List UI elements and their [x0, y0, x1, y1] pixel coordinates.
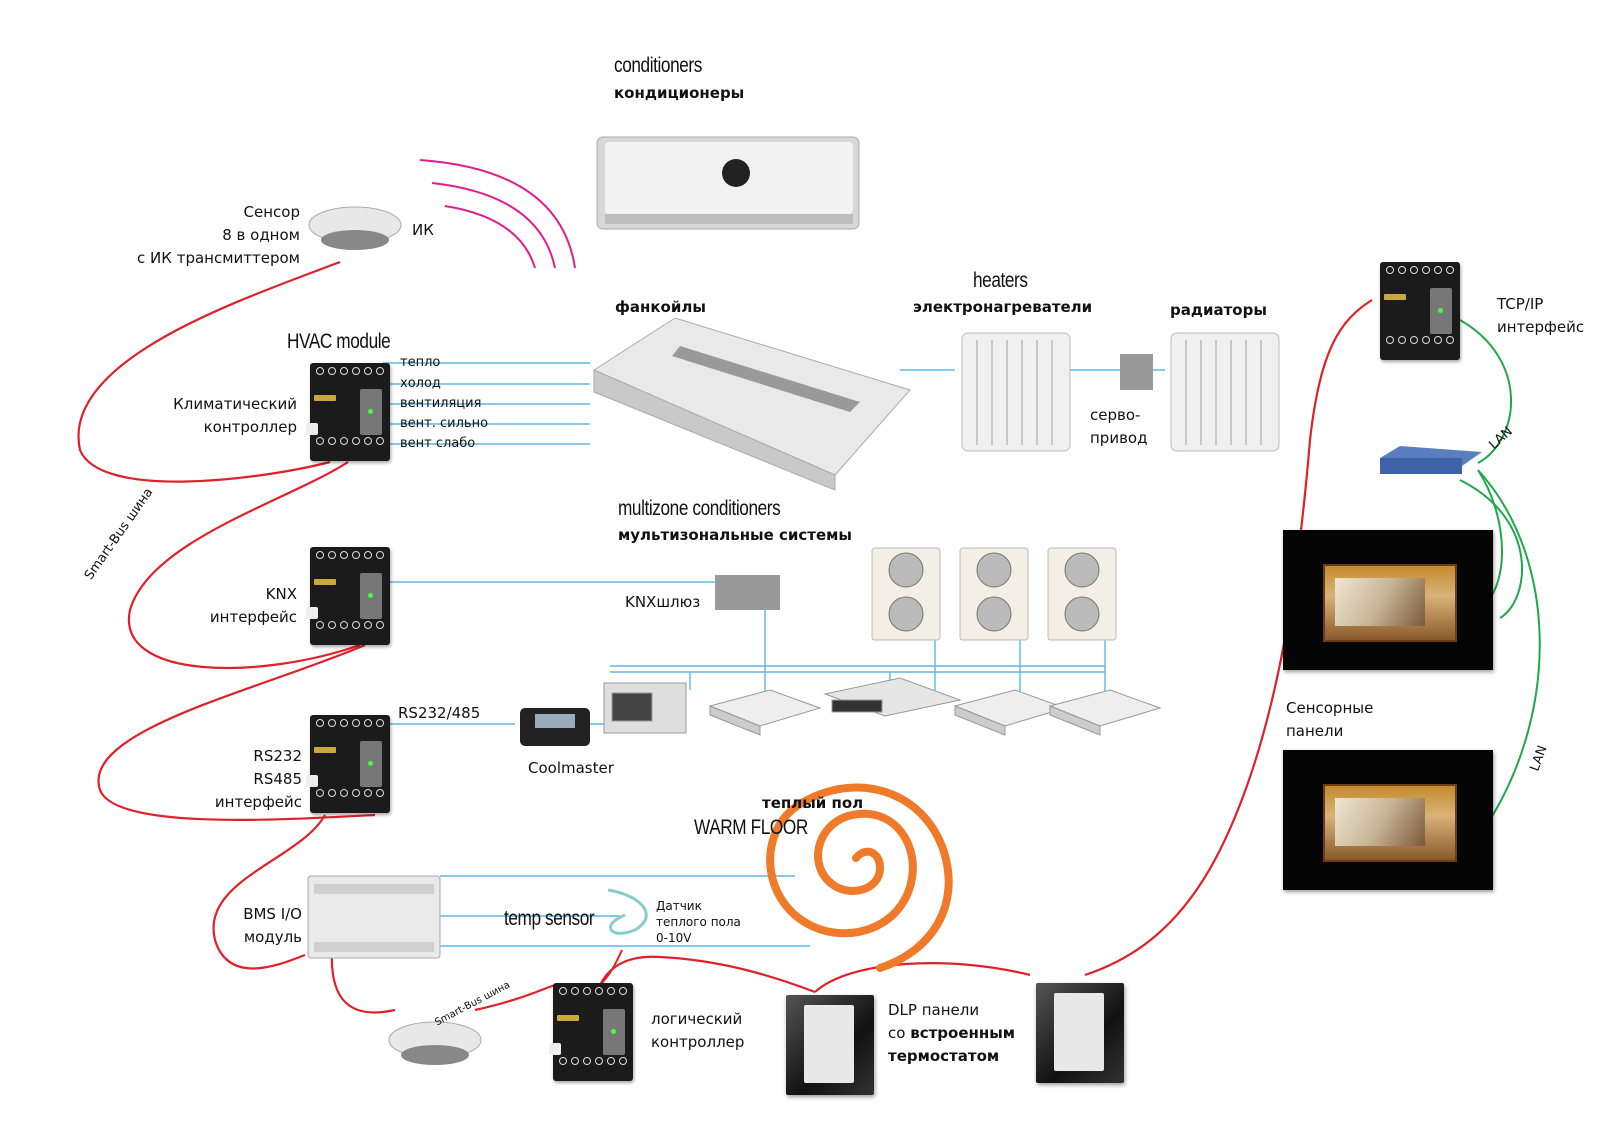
conditioners-ru-label: кондиционеры	[614, 84, 745, 102]
fancoils-label: фанкойлы	[615, 298, 706, 316]
bms-module-shape	[307, 875, 441, 959]
signal-heat-label: тепло	[400, 355, 441, 370]
lan-cable	[1459, 319, 1541, 836]
servo-label-line1: серво-	[1090, 406, 1141, 424]
dlp-label-line3: термостатом	[888, 1047, 1000, 1065]
sensor-domes	[308, 206, 482, 1065]
multizone-en-label: multizone conditioners	[618, 497, 781, 520]
rs-link-label: RS232/485	[398, 704, 481, 722]
hvac-module-device	[306, 363, 390, 461]
floor-sensor-line2: теплого пола	[656, 915, 741, 929]
radiators-label: радиаторы	[1170, 301, 1267, 319]
warmfloor-spiral	[766, 783, 953, 972]
radiator-fins	[976, 340, 1262, 445]
signal-lines	[383, 362, 1165, 947]
dlp-label-so: со	[888, 1024, 906, 1042]
knx-label-line1: KNX	[265, 585, 297, 603]
conditioners-en-label: conditioners	[614, 54, 702, 77]
temp-sensor-label: temp sensor	[504, 907, 595, 930]
touch-panel-2	[1283, 750, 1493, 890]
warm-floor-en-label: WARM FLOOR	[694, 816, 808, 839]
radiator-shapes	[961, 332, 1280, 452]
split-conditioner-shape	[596, 136, 860, 230]
dlp-label-line1: DLP панели	[888, 1001, 980, 1019]
logic-controller-line2: контроллер	[651, 1033, 745, 1051]
hvac-module-label: HVAC module	[287, 330, 391, 353]
sensor-label-line2: 8 в одном	[222, 226, 300, 244]
tcpip-label-line2: интерфейс	[1497, 318, 1585, 336]
tcpip-label-line1: TCP/IP	[1497, 295, 1544, 313]
heaters-ru-label: электронагреватели	[913, 298, 1093, 316]
knx-interface-device	[306, 547, 390, 645]
touch-panels-line2: панели	[1286, 722, 1344, 740]
tcpip-interface-device	[1380, 262, 1460, 360]
signal-vent-label: вентиляция	[400, 396, 482, 411]
dlp-label-builtin: встроенным	[910, 1024, 1016, 1042]
smartbus-cable	[77, 260, 1373, 1014]
touch-panel-1	[1283, 530, 1493, 670]
rs-label-line1: RS232	[253, 747, 302, 765]
temp-probe	[607, 888, 648, 935]
rs-interface-device	[306, 715, 390, 813]
outdoor-fans	[888, 552, 1100, 632]
knx-gateway-label: KNXшлюз	[625, 593, 701, 611]
climate-controller-line2: контроллер	[203, 418, 297, 436]
dlp-panel-2	[1036, 983, 1124, 1083]
dlp-panel-1	[786, 995, 874, 1095]
climate-controller-line1: Климатический	[173, 395, 297, 413]
sensor-label-line1: Сенсор	[243, 203, 300, 221]
ir-waves	[419, 159, 576, 269]
rs-label-line2: RS485	[253, 770, 302, 788]
signal-vent-strong-label: вент. сильно	[400, 416, 489, 431]
bms-label-line1: BMS I/O	[243, 905, 302, 923]
warm-floor-ru-label: теплый пол	[762, 794, 864, 812]
coolmaster-device	[520, 708, 590, 746]
floor-sensor-line3: 0-10V	[656, 931, 692, 945]
touch-panels-line1: Сенсорные	[1286, 699, 1374, 717]
ir-label: ИК	[412, 221, 434, 239]
knx-gateway-box	[715, 575, 780, 610]
sensor-label-line3: с ИК трансмиттером	[137, 249, 300, 267]
multizone-ru-label: мультизональные системы	[618, 526, 853, 544]
heaters-en-label: heaters	[973, 269, 1028, 292]
logic-controller-device	[549, 983, 633, 1081]
servo-box	[1120, 354, 1153, 390]
floor-sensor-line1: Датчик	[656, 899, 702, 913]
rs-label-line3: интерфейс	[214, 793, 302, 811]
signal-cold-label: холод	[400, 376, 441, 391]
network-switch	[1380, 446, 1482, 474]
coolmaster-label: Coolmaster	[528, 759, 614, 777]
bms-label-line2: модуль	[243, 928, 302, 946]
fancoil-shape	[592, 317, 911, 491]
indoor-units	[603, 677, 1162, 736]
servo-label-line2: привод	[1090, 429, 1148, 447]
dlp-label-line2: со встроенным	[888, 1022, 1015, 1044]
logic-controller-line1: логический	[651, 1010, 743, 1028]
signal-vent-weak-label: вент слабо	[400, 436, 476, 451]
knx-label-line2: интерфейс	[209, 608, 297, 626]
